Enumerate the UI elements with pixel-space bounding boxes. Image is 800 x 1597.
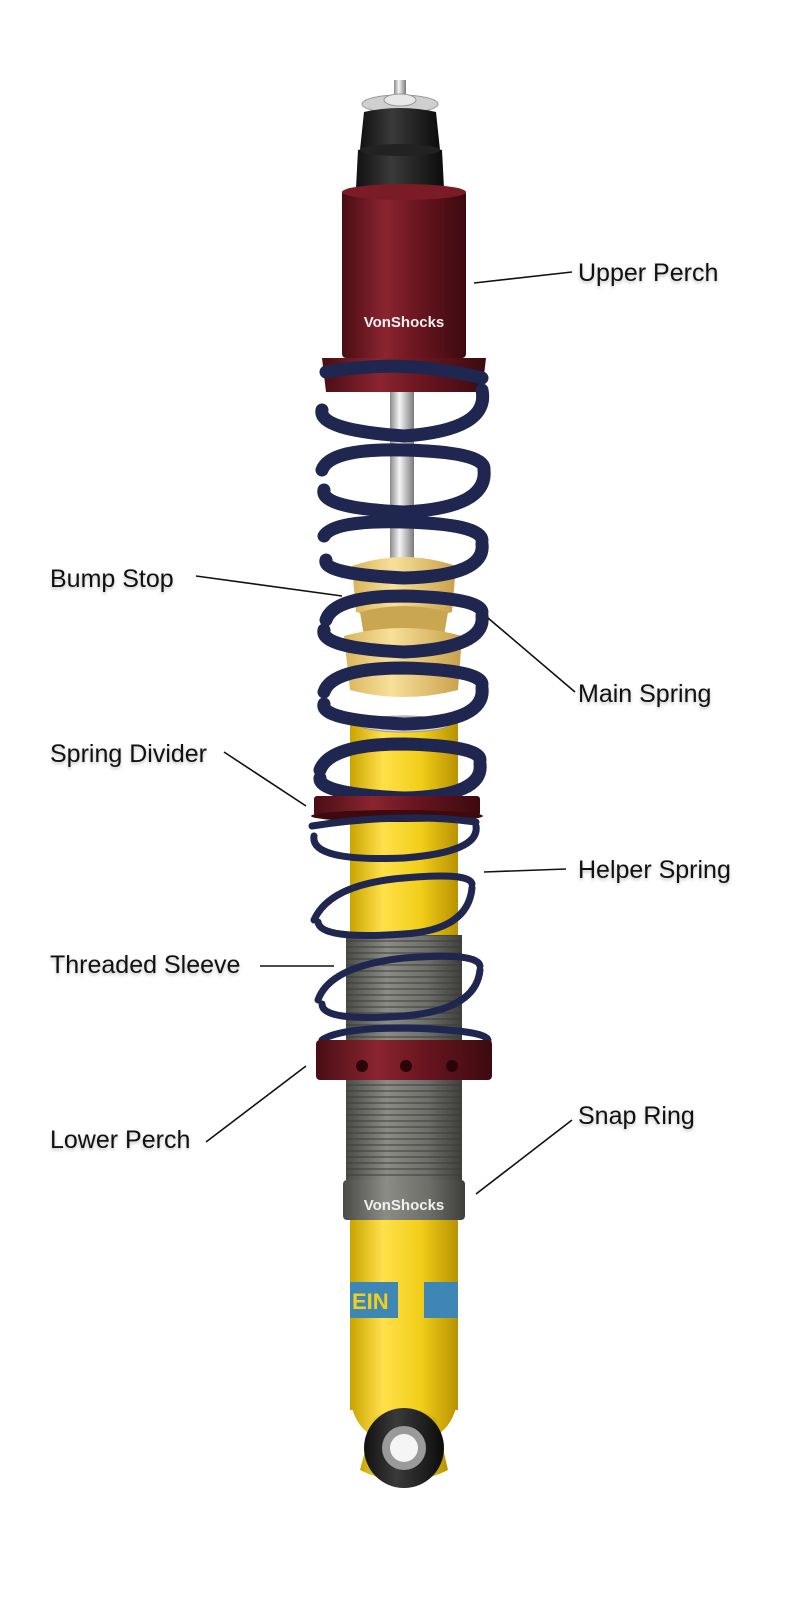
leader-bump-stop (195, 575, 343, 597)
leader-main-spring (487, 617, 576, 693)
leader-lower-perch (205, 1065, 307, 1143)
label-lower-perch: Lower Perch (50, 1126, 191, 1154)
label-threaded-sleeve: Threaded Sleeve (50, 951, 241, 979)
label-snap-ring: Snap Ring (578, 1102, 695, 1130)
top-mount (356, 80, 444, 192)
helper-spring (308, 814, 492, 1044)
leader-upper-perch (473, 271, 573, 284)
label-bump-stop: Bump Stop (50, 565, 174, 593)
label-upper-perch: Upper Perch (578, 259, 719, 287)
leader-spring-divider (223, 751, 307, 807)
leader-helper-spring (483, 868, 567, 873)
label-main-spring: Main Spring (578, 680, 712, 708)
snap-ring: VonShocks (343, 1180, 465, 1220)
upper-logo: VonShocks (364, 314, 445, 331)
main-spring (313, 359, 491, 805)
lower-perch (316, 1040, 492, 1180)
leader-lines (195, 271, 576, 1195)
lower-logo: VonShocks (364, 1197, 445, 1214)
label-helper-spring: Helper Spring (578, 856, 731, 884)
body-brand-text: EIN (352, 1289, 389, 1314)
label-spring-divider: Spring Divider (50, 740, 208, 768)
leader-snap-ring (475, 1119, 573, 1195)
